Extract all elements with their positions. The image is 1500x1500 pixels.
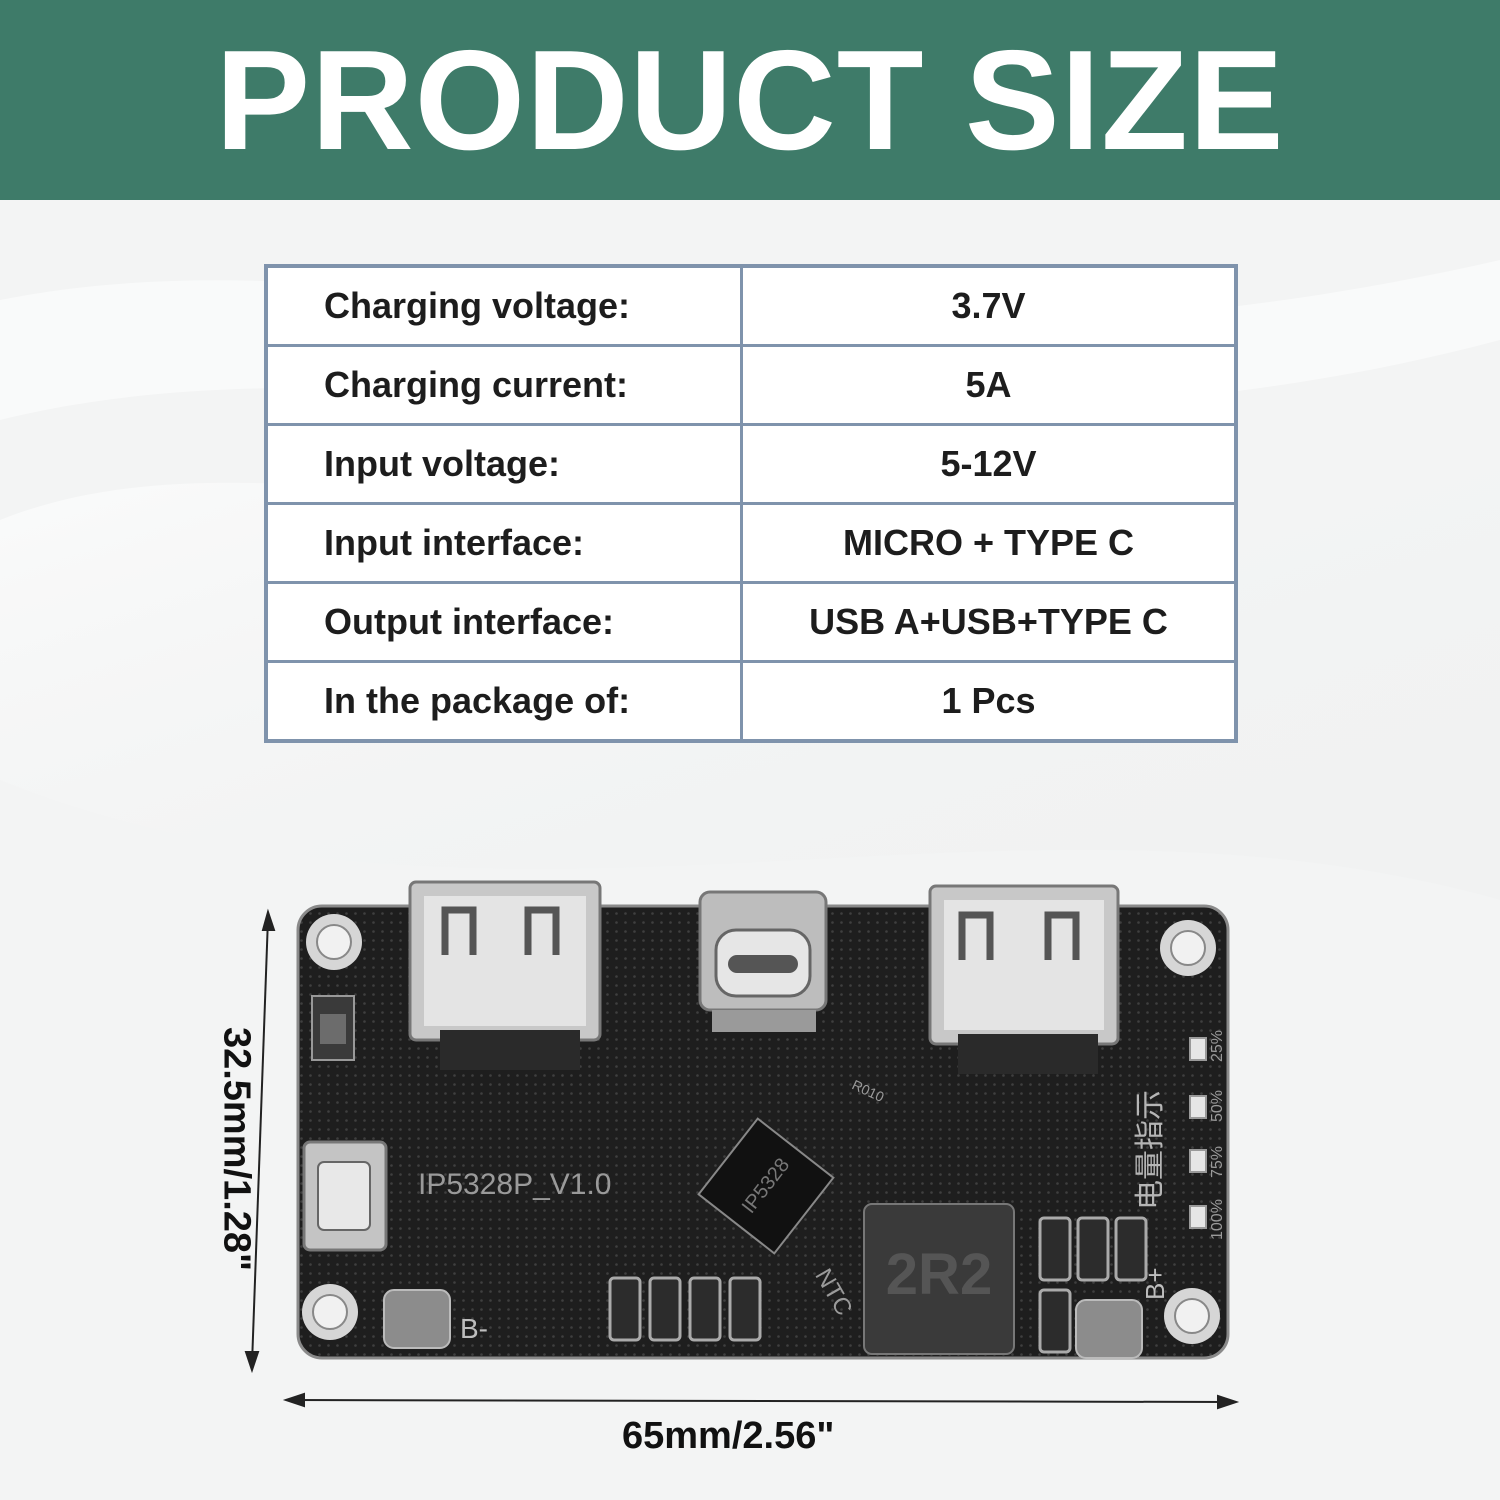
capacitor-bank: [608, 1216, 1148, 1354]
spec-label: Input voltage:: [264, 423, 743, 505]
mounting-hole: [306, 914, 362, 970]
spec-table: Charging voltage: 3.7V Charging current:…: [264, 264, 1238, 743]
table-row: Charging current: 5A: [264, 344, 1238, 426]
width-dimension-arrow: [282, 1392, 1240, 1410]
indicator-level-50: 50%: [1209, 1090, 1226, 1122]
board-model-silkscreen: IP5328P_V1.0: [418, 1168, 612, 1201]
spec-label: In the package of:: [264, 660, 743, 743]
width-dimension-label: 65mm/2.56": [622, 1415, 835, 1457]
table-row: In the package of: 1 Pcs: [264, 660, 1238, 743]
battery-indicator-label: 电量指示: [1133, 1090, 1168, 1210]
height-dimension-label: 32.5mm/1.28": [215, 1026, 258, 1272]
indicator-level-25: 25%: [1209, 1030, 1226, 1062]
mounting-hole: [1164, 1288, 1220, 1344]
spec-label: Input interface:: [264, 502, 743, 584]
table-row: Charging voltage: 3.7V: [264, 264, 1238, 347]
page-title: PRODUCT SIZE: [215, 21, 1285, 180]
mounting-hole: [1160, 920, 1216, 976]
pad-label-negative: B-: [460, 1313, 488, 1344]
battery-pad-negative: [383, 1289, 451, 1349]
header-banner: PRODUCT SIZE: [0, 0, 1500, 200]
usb-c-port: [698, 890, 828, 1032]
push-switch: [311, 995, 355, 1061]
board-illustration: IP5328 2R2 IP5328P_V1.0 B- B+ NTC R010 电…: [244, 880, 1240, 1410]
spec-value: MICRO + TYPE C: [740, 502, 1238, 584]
inductor: 2R2: [863, 1203, 1015, 1355]
indicator-level-75: 75%: [1209, 1146, 1226, 1178]
spec-label: Charging current:: [264, 344, 743, 426]
usb-a-port-left: [408, 880, 602, 1070]
spec-value: 1 Pcs: [740, 660, 1238, 743]
table-row: Output interface: USB A+USB+TYPE C: [264, 581, 1238, 663]
spec-value: 5A: [740, 344, 1238, 426]
spec-value: USB A+USB+TYPE C: [740, 581, 1238, 663]
table-row: Input interface: MICRO + TYPE C: [264, 502, 1238, 584]
micro-usb-port: [302, 1140, 388, 1252]
height-dimension-arrow: [244, 908, 276, 1374]
spec-value: 3.7V: [740, 264, 1238, 347]
indicator-level-100: 100%: [1209, 1199, 1226, 1240]
usb-a-port-right: [928, 884, 1120, 1074]
spec-label: Charging voltage:: [264, 264, 743, 347]
inductor-label: 2R2: [886, 1242, 992, 1307]
table-row: Input voltage: 5-12V: [264, 423, 1238, 505]
spec-label: Output interface:: [264, 581, 743, 663]
pad-label-positive: B+: [1140, 1267, 1170, 1300]
mounting-hole: [302, 1284, 358, 1340]
controller-chip: IP5328: [697, 1117, 835, 1255]
indicator-leds: [1189, 1037, 1207, 1229]
battery-pad-positive: [1075, 1299, 1143, 1359]
spec-value: 5-12V: [740, 423, 1238, 505]
